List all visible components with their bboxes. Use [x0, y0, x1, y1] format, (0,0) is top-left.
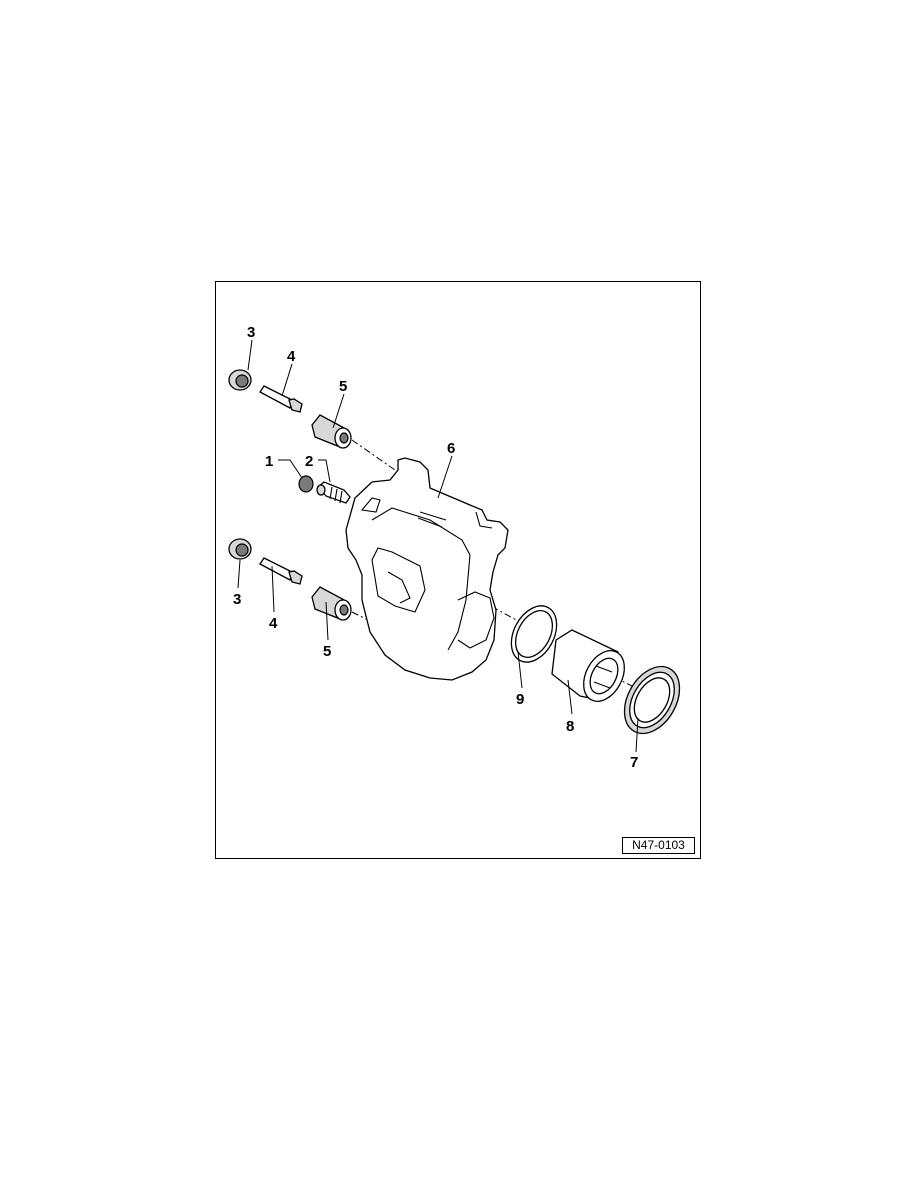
upper-guide-bolt-thread: [288, 398, 303, 413]
callout-4-upper: 4: [287, 348, 296, 365]
upper-guide-sleeve-bore: [339, 432, 349, 444]
caliper-housing: [345, 457, 509, 681]
bleeder-valve-thread: [329, 486, 343, 504]
leader-9: [517, 651, 523, 689]
callout-4-lower: 4: [269, 615, 278, 632]
leader-5b: [325, 601, 329, 641]
leader-2: [318, 459, 331, 483]
figure-id-label: N47-0103: [622, 837, 695, 854]
caliper-housing-body: [345, 457, 509, 681]
callout-1: 1: [265, 453, 273, 470]
caliper-housing-front-face: [371, 507, 471, 651]
upper-guide-cap-inner: [235, 374, 249, 388]
leader-5a: [332, 393, 345, 429]
leader-lines: [237, 339, 639, 753]
leader-3b: [237, 559, 241, 589]
caliper-housing-right-ear: [475, 511, 493, 529]
dust-cap-body: [298, 475, 314, 493]
lower-guide-bolt: [259, 557, 303, 585]
upper-guide-cap: [228, 369, 252, 391]
piston-dust-boot-inner: [633, 677, 671, 723]
bleeder-valve-nipple: [316, 484, 326, 496]
leader-3a: [247, 339, 253, 371]
upper-guide-sleeve: [311, 414, 352, 449]
leader-4a: [281, 363, 293, 397]
callout-2: 2: [305, 453, 313, 470]
lower-guide-bolt-thread: [288, 570, 303, 585]
piston-axis: [451, 584, 521, 623]
upper-guide-bolt-shank: [259, 385, 293, 409]
caliper-housing-inner-edge: [387, 571, 411, 604]
callout-9: 9: [516, 691, 524, 708]
callout-6: 6: [447, 440, 455, 457]
lower-guide-cap-inner: [235, 543, 249, 557]
callout-3-upper: 3: [247, 324, 255, 341]
piston: [551, 629, 625, 702]
lower-guide-cap: [228, 538, 252, 560]
lower-guide-sleeve: [311, 586, 352, 621]
callout-labels: 1 2 3 4 5 6 3 4 5 9 8 7: [233, 324, 638, 771]
leader-7: [635, 717, 639, 753]
piston-dust-boot: [623, 665, 681, 735]
bleeder-valve-body: [317, 481, 351, 504]
lower-guide-bolt-shank: [259, 557, 293, 581]
upper-guide-bolt: [259, 385, 303, 413]
piston-seal-inner: [514, 610, 554, 658]
bleeder-valve: [316, 481, 351, 504]
piston-seal: [510, 605, 558, 663]
callout-5-upper: 5: [339, 378, 347, 395]
leader-8: [567, 679, 573, 715]
callout-7: 7: [630, 754, 638, 771]
callout-8: 8: [566, 718, 574, 735]
leader-6: [437, 455, 453, 499]
caliper-housing-lug: [360, 497, 381, 513]
dust-cap: [298, 475, 314, 493]
caliper-housing-window: [371, 547, 426, 613]
leader-4b: [271, 565, 275, 613]
callout-3-lower: 3: [233, 591, 241, 608]
leader-1: [278, 459, 303, 479]
caliper-housing-bore-rim: [457, 591, 495, 649]
callout-5-lower: 5: [323, 643, 331, 660]
piston-face-detail: [593, 665, 613, 689]
lower-guide-sleeve-bore: [339, 604, 349, 616]
upper-guide-axis: [351, 439, 396, 471]
caliper-housing-top-slot: [417, 511, 447, 528]
piston-face-inner: [589, 657, 619, 695]
